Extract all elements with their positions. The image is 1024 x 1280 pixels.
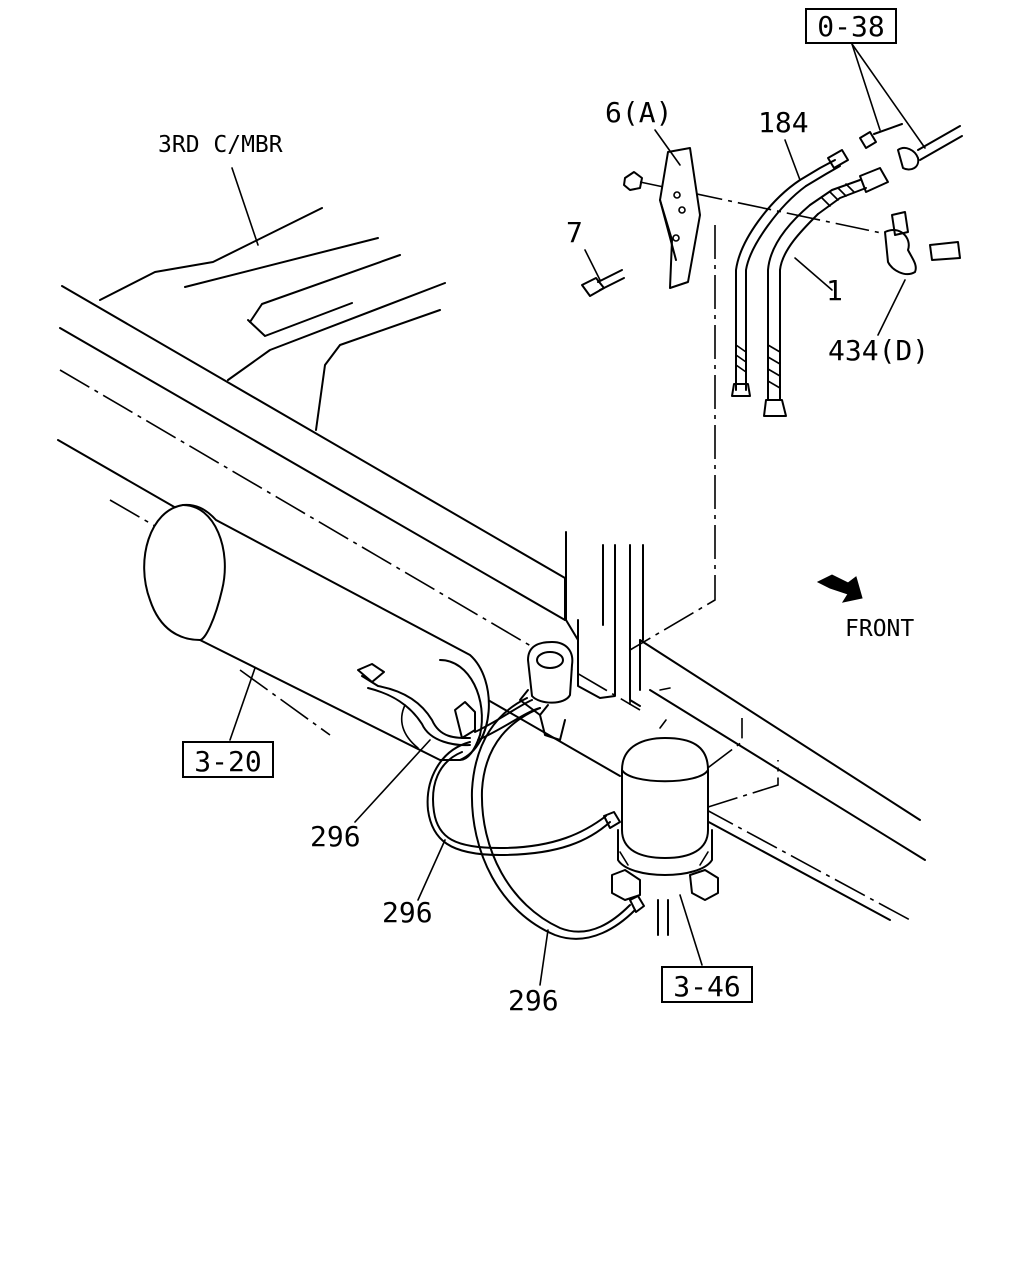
label-front: FRONT xyxy=(845,616,914,642)
label-part-184[interactable]: 184 xyxy=(758,106,809,139)
label-part-6a[interactable]: 6(A) xyxy=(605,96,672,129)
hoses-296 xyxy=(357,663,645,940)
bolt-7 xyxy=(581,269,625,297)
ref-box-3-46[interactable] xyxy=(661,966,753,1003)
label-part-1[interactable]: 1 xyxy=(826,274,843,307)
ref-label-3-46[interactable]: 3-46 xyxy=(673,970,740,1003)
label-3rd-crossmember: 3RD C/MBR xyxy=(158,132,283,158)
air-tank xyxy=(143,503,490,761)
pipes xyxy=(731,123,963,417)
air-dryer xyxy=(611,737,719,936)
frame-structure xyxy=(57,207,926,921)
ref-label-3-20[interactable]: 3-20 xyxy=(194,745,261,778)
label-part-434d[interactable]: 434(D) xyxy=(828,334,929,367)
leader-lines xyxy=(229,43,926,986)
label-part-7[interactable]: 7 xyxy=(566,216,583,249)
label-part-296-middle[interactable]: 296 xyxy=(382,896,433,929)
label-part-296-bottom[interactable]: 296 xyxy=(508,984,559,1017)
label-part-296-top[interactable]: 296 xyxy=(310,820,361,853)
front-arrow-icon xyxy=(816,574,863,603)
ref-box-3-20[interactable] xyxy=(182,741,274,778)
bracket-6a xyxy=(623,147,701,289)
ref-box-0-38[interactable] xyxy=(805,8,897,44)
governor-valve xyxy=(519,641,574,741)
ref-label-0-38[interactable]: 0-38 xyxy=(817,10,884,43)
clip-434d xyxy=(884,211,961,276)
